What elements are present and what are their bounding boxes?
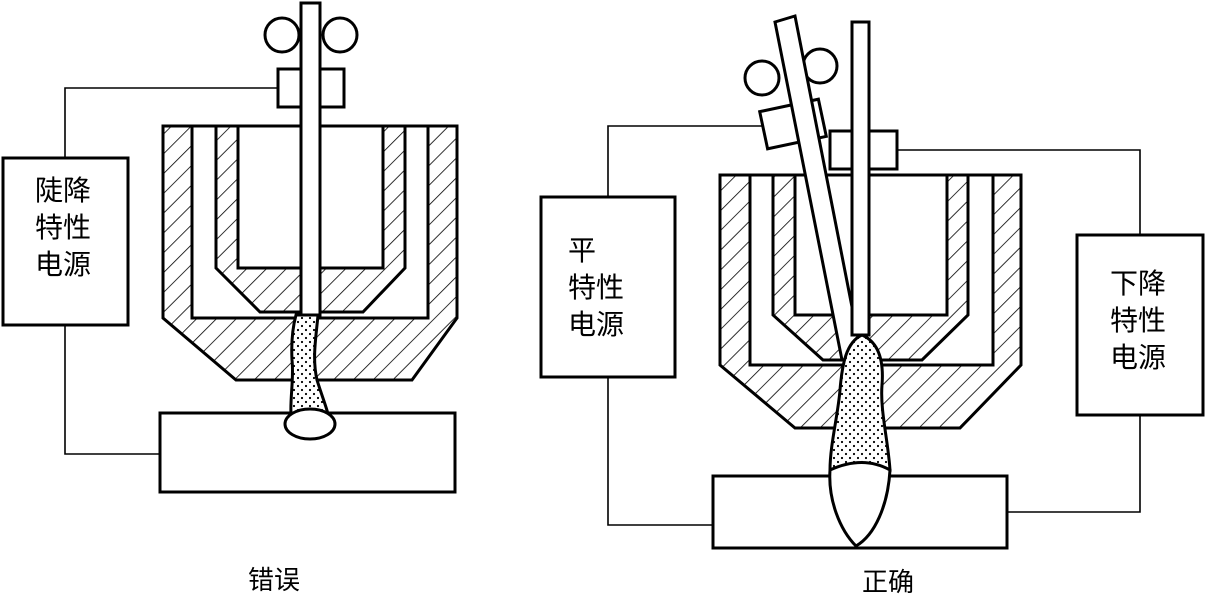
right-wire-flat-bottom	[607, 377, 713, 526]
right-wire-droop-top	[897, 149, 1141, 235]
left-wire-top	[64, 87, 278, 158]
right-drooping-power-supply-box	[1075, 233, 1205, 417]
right-welding-wire-vertical	[850, 20, 871, 337]
right-drooping-power-supply-label: 下降 特性 电源	[1110, 267, 1167, 374]
left-power-supply-label: 陡降 特性 电源	[35, 174, 92, 281]
right-wire-droop-bottom	[1007, 415, 1141, 513]
right-feed-roller-left	[743, 59, 781, 97]
right-wire-flat-top	[607, 125, 763, 197]
left-panel	[1, 1, 459, 494]
left-weld-pool	[283, 407, 337, 441]
right-flat-power-supply-label: 平 特性 电源	[568, 234, 625, 341]
left-feed-roller-right	[321, 16, 359, 54]
left-workpiece	[158, 411, 457, 494]
right-weld-penetration	[828, 461, 892, 548]
left-wire-bottom	[64, 325, 160, 455]
right-flat-power-supply-box	[539, 195, 677, 379]
left-caption: 错误	[248, 566, 301, 596]
left-power-supply-box	[1, 156, 130, 327]
left-welding-wire	[299, 1, 322, 317]
right-panel	[539, 14, 1205, 550]
left-feed-roller-left	[263, 16, 301, 54]
right-caption: 正确	[862, 568, 915, 598]
